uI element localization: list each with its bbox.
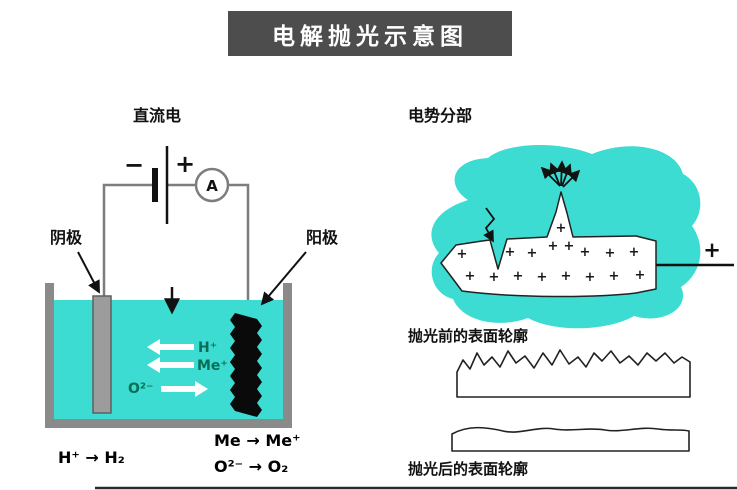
plus-charge-symbol: + <box>527 246 538 261</box>
title-bar: 电解抛光示意图 <box>228 11 512 56</box>
plus-charge-symbol: + <box>537 270 548 285</box>
potential-distribution-label: 电势分部 <box>408 106 472 125</box>
ammeter-label: A <box>206 177 218 195</box>
me-ion-left-arrow-icon <box>147 357 194 373</box>
field-arrow-icon <box>560 163 572 187</box>
plus-charge-symbol: + <box>548 239 559 254</box>
plus-charge-symbol: + <box>465 269 476 284</box>
cathode-electrode <box>92 295 112 414</box>
field-arrow-icon <box>555 160 568 187</box>
plus-charge-symbol: + <box>564 239 575 254</box>
anode-electrode <box>230 313 262 417</box>
anode-pointer-arrow-icon <box>260 251 307 306</box>
electrolysis-cell-diagram: − + A H⁺ Me⁺ O²⁻ 阴极 阳极 <box>45 106 339 476</box>
after-polishing-label: 抛光后的表面轮廓 <box>408 460 528 478</box>
rough-surface-profile <box>456 349 691 398</box>
equation-me: Me → Me⁺ <box>214 431 301 450</box>
field-arrow-icon <box>562 169 581 188</box>
plus-charge-symbol: + <box>635 268 646 283</box>
notch-zigzag-arrow-icon <box>483 207 496 243</box>
cathode-label: 阴极 <box>50 228 83 247</box>
field-arrow-icon <box>549 162 561 187</box>
plus-charge-symbol: + <box>513 269 524 284</box>
plus-charge-symbol: + <box>561 269 572 284</box>
before-polishing-label: 抛光前的表面轮廓 <box>408 327 528 345</box>
plus-charge-symbol: + <box>629 245 640 260</box>
smooth-surface-profile <box>451 426 690 452</box>
potential-distribution-diagram: 电势分部 +++++++++++++++++ + 抛光前的表面轮廓 <box>408 106 734 478</box>
plus-charge-symbol: + <box>609 269 620 284</box>
battery-minus-sign: − <box>124 151 144 179</box>
plus-charge-symbol: + <box>580 245 591 260</box>
plus-charge-symbol: + <box>556 221 567 236</box>
h-ion-left-arrow-icon <box>147 339 194 355</box>
charge-symbols-group: +++++++++++++++++ <box>457 221 646 285</box>
anode-plus-sign: + <box>703 238 721 262</box>
plus-charge-symbol: + <box>585 270 596 285</box>
anode-label: 阳极 <box>306 228 339 247</box>
equation-o2: O²⁻ → O₂ <box>214 457 288 476</box>
battery-plus-sign: + <box>175 150 195 178</box>
plus-charge-symbol: + <box>457 247 468 262</box>
cathode-pointer-arrow-icon <box>77 251 100 294</box>
ion-o-label: O²⁻ <box>128 381 153 397</box>
peak-field-arrows <box>540 160 581 188</box>
o-ion-right-arrow-icon <box>161 381 208 397</box>
dc-power-label: 直流电 <box>133 106 181 125</box>
anode-wire <box>228 183 250 313</box>
metal-surface-cross-section <box>440 191 657 298</box>
page-title: 电解抛光示意图 <box>272 23 468 50</box>
plus-charge-symbol: + <box>489 270 500 285</box>
plus-charge-symbol: + <box>505 245 516 260</box>
plus-charge-symbol: + <box>605 246 616 261</box>
tank-wall-left <box>45 283 54 428</box>
cathode-wire <box>102 183 155 298</box>
equation-h2: H⁺ → H₂ <box>58 448 125 467</box>
tank-wall-right <box>283 283 292 428</box>
field-arrow-icon <box>540 166 561 187</box>
ion-h-label: H⁺ <box>198 340 217 356</box>
ammeter-icon <box>194 167 230 203</box>
ion-me-label: Me⁺ <box>197 358 228 374</box>
tank-wall-bottom <box>45 419 292 428</box>
